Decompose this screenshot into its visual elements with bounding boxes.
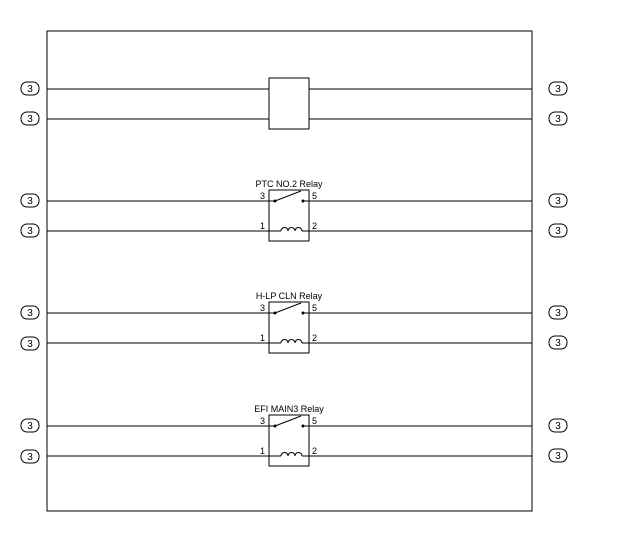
connector-label: 3	[27, 84, 33, 95]
component-box-0[interactable]	[268, 77, 310, 130]
connector-label: 3	[555, 308, 561, 319]
connector-g0-right-top[interactable]: 3	[548, 81, 568, 96]
connector-g1-right-top[interactable]: 3	[548, 193, 568, 208]
pin-number: 2	[312, 333, 317, 343]
connector-label: 3	[27, 114, 33, 125]
relay-coil-icon	[280, 339, 303, 344]
connector-g3-left-bottom[interactable]: 3	[20, 449, 40, 464]
component-group-0: 3 3 3 3	[20, 77, 568, 130]
pin-number: 2	[312, 446, 317, 456]
pin-number: 5	[312, 191, 317, 201]
connector-label: 3	[555, 226, 561, 237]
pin-number: 3	[260, 416, 265, 426]
relay-body[interactable]	[268, 189, 310, 242]
pin-number: 5	[312, 303, 317, 313]
pin-number: 1	[260, 333, 265, 343]
diagram-frame	[46, 30, 533, 512]
connector-label: 3	[27, 308, 33, 319]
pin-number: 2	[312, 221, 317, 231]
relay-body[interactable]	[268, 301, 310, 354]
connector-g2-left-bottom[interactable]: 3	[20, 336, 40, 351]
relay-switch-contact	[274, 302, 302, 314]
connector-label: 3	[27, 452, 33, 463]
relay-group-2: H-LP CLN Relay 3 5 1 2 3 3 3	[20, 291, 568, 354]
connector-label: 3	[555, 114, 561, 125]
connector-label: 3	[555, 338, 561, 349]
connector-g2-left-top[interactable]: 3	[20, 305, 40, 320]
connector-label: 3	[555, 84, 561, 95]
connector-g0-right-bottom[interactable]: 3	[548, 111, 568, 126]
relay-switch-contact	[274, 190, 302, 202]
connector-label: 3	[27, 339, 33, 350]
relay-group-3: EFI MAIN3 Relay 3 5 1 2 3 3 3	[20, 404, 568, 467]
connector-g3-right-bottom[interactable]: 3	[548, 448, 568, 463]
pin-number: 3	[260, 303, 265, 313]
connector-g1-left-top[interactable]: 3	[20, 193, 40, 208]
connector-label: 3	[555, 421, 561, 432]
relay-coil-icon	[280, 227, 303, 232]
connector-label: 3	[27, 196, 33, 207]
connector-g0-left-bottom[interactable]: 3	[20, 111, 40, 126]
connector-g0-left-top[interactable]: 3	[20, 81, 40, 96]
connector-label: 3	[555, 451, 561, 462]
connector-label: 3	[27, 226, 33, 237]
connector-g1-left-bottom[interactable]: 3	[20, 223, 40, 238]
pin-number: 3	[260, 191, 265, 201]
pin-number: 5	[312, 416, 317, 426]
connector-label: 3	[27, 421, 33, 432]
relay-body[interactable]	[268, 414, 310, 467]
relay-label: PTC NO.2 Relay	[255, 179, 323, 189]
connector-g3-right-top[interactable]: 3	[548, 418, 568, 433]
relay-group-1: PTC NO.2 Relay 3 5 1 2 3 3 3	[20, 179, 568, 242]
connector-g3-left-top[interactable]: 3	[20, 418, 40, 433]
relay-switch-contact	[274, 415, 302, 427]
pin-number: 1	[260, 446, 265, 456]
pin-number: 1	[260, 221, 265, 231]
relay-label: EFI MAIN3 Relay	[254, 404, 324, 414]
connector-g2-right-top[interactable]: 3	[548, 305, 568, 320]
relay-label: H-LP CLN Relay	[256, 291, 323, 301]
connector-g2-right-bottom[interactable]: 3	[548, 335, 568, 350]
relay-coil-icon	[280, 452, 303, 457]
connector-label: 3	[555, 196, 561, 207]
connector-g1-right-bottom[interactable]: 3	[548, 223, 568, 238]
